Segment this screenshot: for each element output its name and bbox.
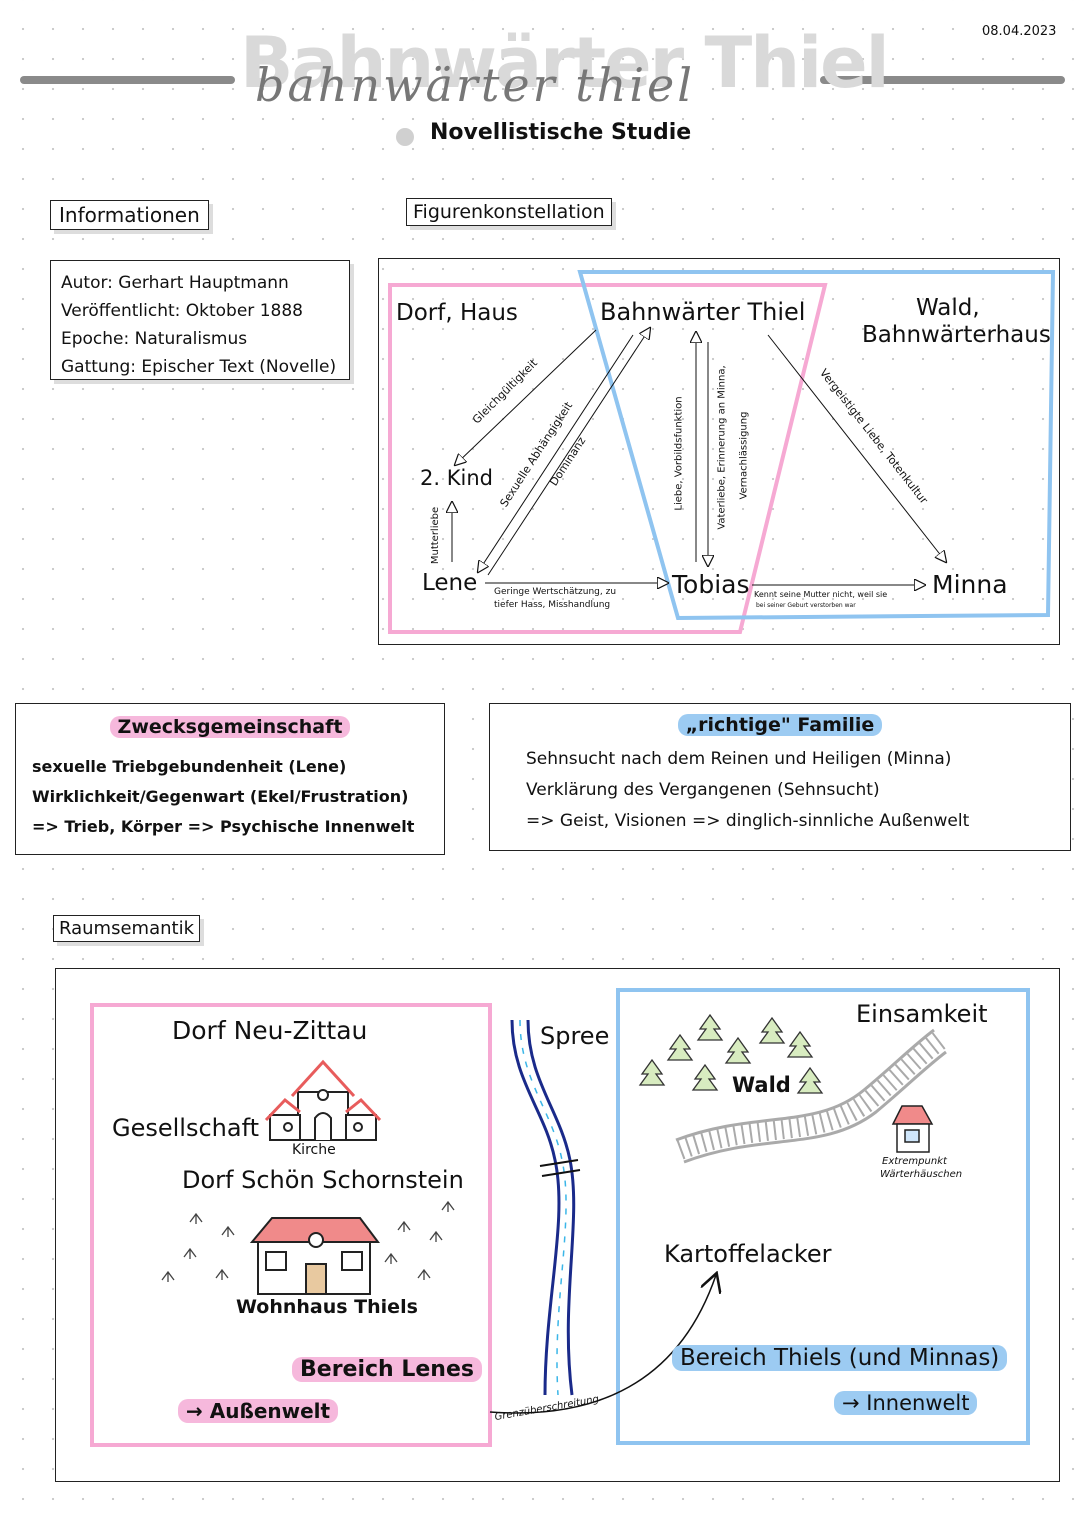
rel-tobias-minna-2: bei seiner Geburt verstorben war [756, 602, 856, 609]
river [510, 1019, 576, 1396]
label-extrempunkt-2: Wärterhäuschen [880, 1169, 963, 1180]
waerterhaus-icon [891, 1105, 934, 1153]
familie-line: => Geist, Visionen => dinglich-sinnliche… [526, 811, 970, 831]
familie-card: „richtige" Familie Sehnsucht nach dem Re… [489, 703, 1071, 851]
arrow-thiel-kind [455, 329, 597, 465]
label-extrempunkt-1: Extrempunkt [882, 1156, 947, 1167]
node-lene: Lene [422, 570, 478, 596]
area-thiel [616, 988, 1030, 1445]
label-aussenwelt: → Außenwelt [178, 1399, 339, 1423]
informationen-heading: Informationen [50, 200, 209, 230]
node-tobias: Tobias [672, 570, 750, 599]
bridge [539, 1159, 581, 1177]
area-label-wald-1: Wald, [916, 295, 980, 321]
familie-line: Sehnsucht nach dem Reinen und Heiligen (… [526, 749, 952, 769]
arrow-thiel-lene [478, 334, 634, 572]
node-kind: 2. Kind [420, 466, 493, 490]
zweck-line: => Trieb, Körper => Psychische Innenwelt [32, 817, 415, 836]
label-spree: Spree [540, 1022, 610, 1050]
label-wohnhaus: Wohnhaus Thiels [236, 1296, 418, 1318]
grass-icons [161, 1200, 455, 1282]
railway-track [675, 1028, 947, 1164]
tree-icons [638, 1013, 824, 1094]
info-epoch: Epoche: Naturalismus [61, 329, 248, 349]
area-label-dorf: Dorf, Haus [396, 300, 518, 326]
zweck-line: sexuelle Triebgebundenheit (Lene) [32, 757, 347, 776]
title-rule-right [820, 76, 1065, 84]
rel-tobias-minna-1: Kennt seine Mutter nicht, weil sie [754, 590, 888, 599]
label-dorf-schoen: Dorf Schön Schornstein [182, 1166, 464, 1194]
node-minna: Minna [932, 570, 1008, 599]
title-rule-left [20, 76, 235, 84]
label-dorf-neu-zittau: Dorf Neu-Zittau [172, 1016, 368, 1045]
title-block: Bahnwärter Thiel [240, 22, 890, 104]
church-icon [264, 1059, 382, 1141]
label-innenwelt: → Innenwelt [834, 1391, 978, 1415]
figuren-heading: Figurenkonstellation [406, 198, 612, 226]
info-author: Autor: Gerhart Hauptmann [61, 273, 289, 293]
label-kartoffelacker: Kartoffelacker [664, 1240, 832, 1268]
zweck-heading: Zwecksgemeinschaft [109, 716, 351, 738]
rel-lene-tobias-2: tiefer Hass, Misshandlung [494, 600, 611, 610]
subtitle-bullet [396, 128, 414, 146]
zweck-line: Wirklichkeit/Gegenwart (Ekel/Frustration… [32, 787, 409, 806]
familie-heading: „richtige" Familie [677, 714, 883, 736]
grenz-arrow [489, 1275, 716, 1414]
subtitle: Novellistische Studie [430, 120, 692, 145]
figuren-diagram [378, 258, 1060, 645]
label-gesellschaft: Gesellschaft [112, 1114, 260, 1142]
label-bereich-lene: Bereich Lenes [292, 1357, 482, 1382]
arrow-thiel-minna [767, 334, 946, 562]
arrow-lene-thiel [487, 328, 650, 576]
raum-heading: Raumsemantik [53, 915, 200, 942]
house-icon [249, 1217, 380, 1295]
area-label-wald-2: Bahnwärterhaus [862, 322, 1051, 348]
zweck-card: Zwecksgemeinschaft sexuelle Triebgebunde… [15, 703, 445, 855]
area-lene [90, 1003, 492, 1447]
info-published: Veröffentlicht: Oktober 1888 [61, 301, 303, 321]
title-script: bahnwärter thiel [255, 58, 695, 112]
label-wald: Wald [732, 1073, 791, 1097]
area-wald [577, 270, 1056, 621]
date: 08.04.2023 [982, 24, 1057, 39]
label-einsamkeit: Einsamkeit [856, 1000, 988, 1028]
familie-line: Verklärung des Vergangenen (Sehnsucht) [526, 780, 880, 800]
node-thiel: Bahnwärter Thiel [600, 298, 806, 326]
label-kirche: Kirche [292, 1142, 336, 1158]
rel-lene-tobias-1: Geringe Wertschätzung, zu [494, 587, 617, 597]
informationen-card: Autor: Gerhart Hauptmann Veröffentlicht:… [50, 260, 350, 380]
label-bereich-thiel: Bereich Thiels (und Minnas) [672, 1345, 1008, 1371]
info-genre: Gattung: Epischer Text (Novelle) [61, 357, 337, 377]
area-dorf [388, 283, 828, 634]
